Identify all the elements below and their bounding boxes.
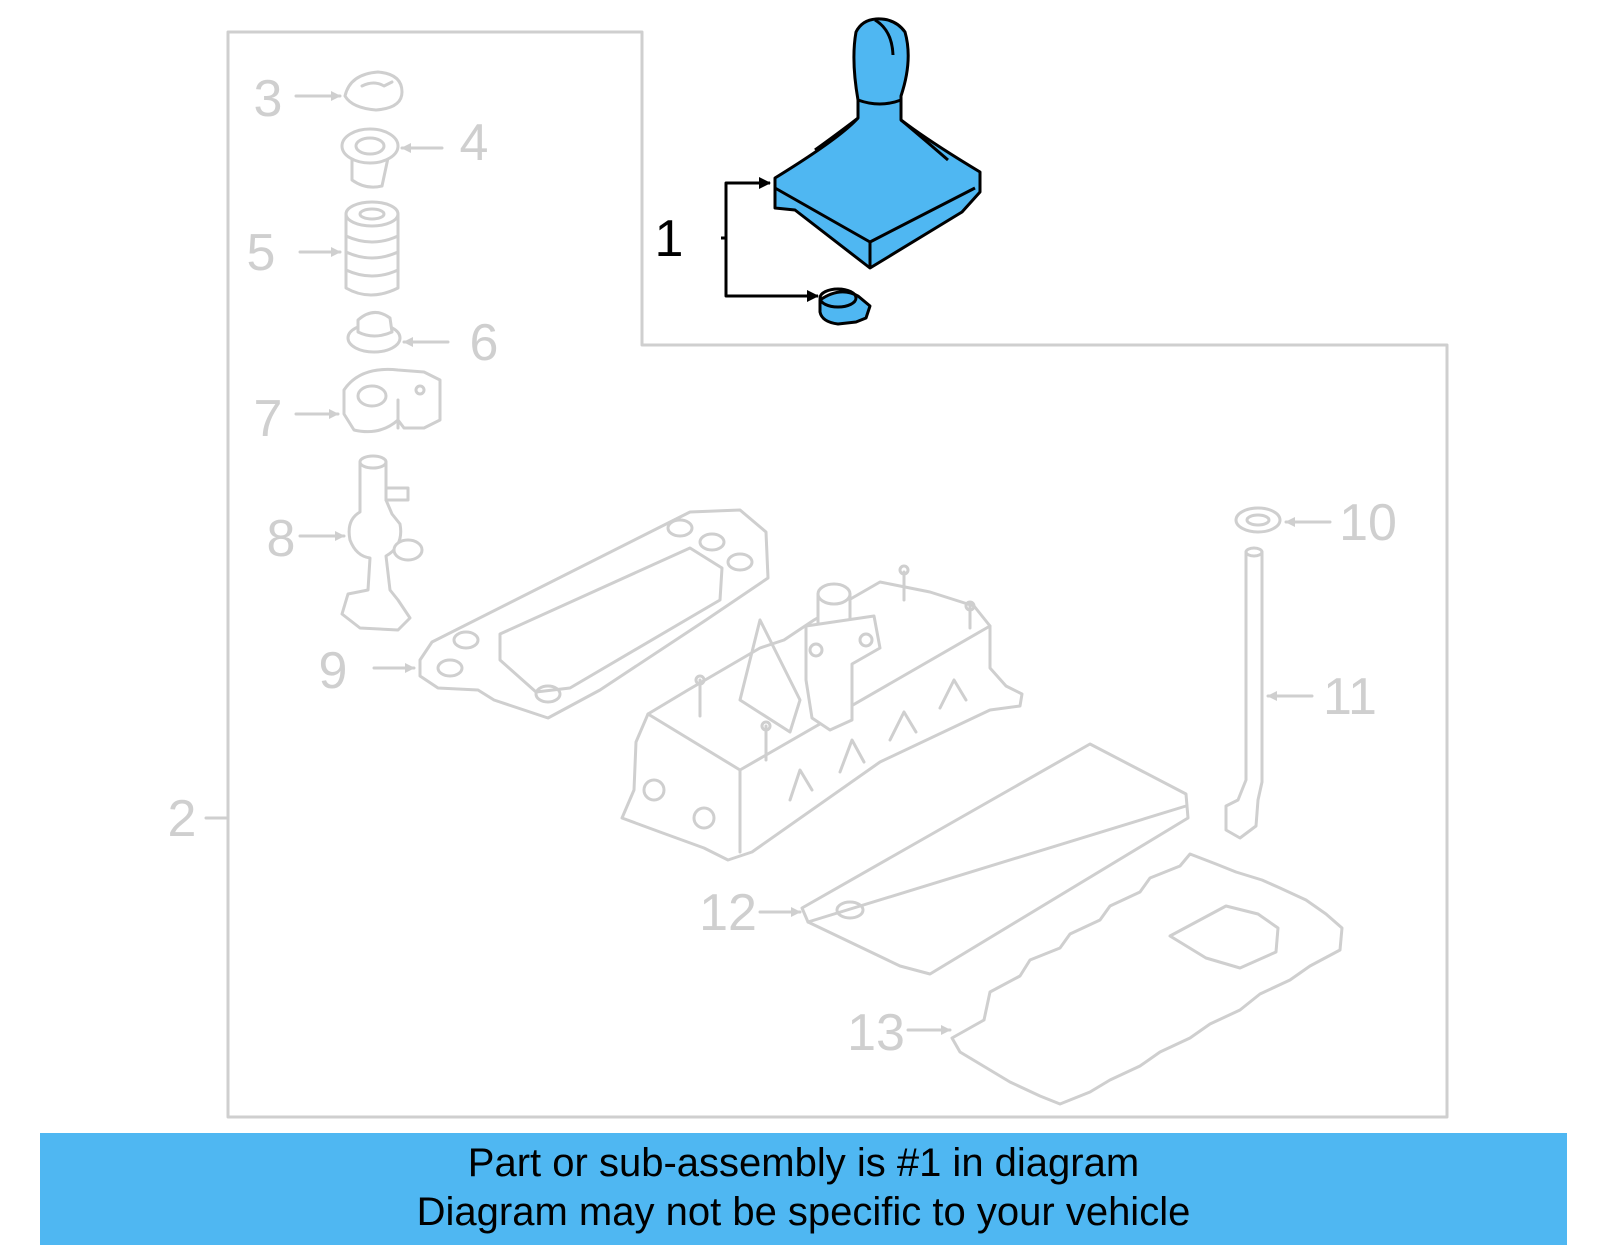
- diagram-caption-banner: Part or sub-assembly is #1 in diagram Di…: [40, 1133, 1567, 1245]
- leader-lines: [204, 91, 1332, 1035]
- callout-6: 6: [470, 314, 499, 372]
- shifter-housing: [620, 564, 1024, 862]
- callout-5: 5: [247, 224, 276, 282]
- caption-line-2: Diagram may not be specific to your vehi…: [416, 1190, 1191, 1234]
- callout-10: 10: [1339, 494, 1397, 552]
- assembly-boundary: [226, 30, 1449, 1119]
- callout-8: 8: [267, 510, 296, 568]
- part-1-retaining-clip[interactable]: [818, 287, 872, 326]
- part-7-bracket: [342, 367, 442, 434]
- callout-11: 11: [1323, 668, 1377, 726]
- callout-1-leader: [721, 177, 819, 302]
- part-6-seat: [346, 311, 402, 354]
- callout-2: 2: [168, 790, 197, 848]
- part-9-gasket-plate: [418, 508, 770, 720]
- part-10-washer: [1234, 506, 1282, 534]
- caption-line-1: Part or sub-assembly is #1 in diagram: [467, 1141, 1140, 1185]
- part-8-shaft: [340, 454, 424, 632]
- part-3-clip: [343, 70, 404, 112]
- part-13-gasket: [950, 852, 1344, 1106]
- callout-7: 7: [254, 390, 283, 448]
- callout-9: 9: [319, 642, 348, 700]
- part-4-bushing: [340, 127, 400, 189]
- part-11-pin: [1224, 546, 1264, 840]
- callout-13: 13: [847, 1004, 905, 1062]
- callout-3: 3: [254, 70, 283, 128]
- part-5-sleeve: [344, 200, 400, 297]
- callout-1: 1: [655, 210, 684, 268]
- callout-4: 4: [460, 114, 489, 172]
- part-12-filter-cover: [800, 742, 1190, 976]
- callout-12: 12: [699, 884, 757, 942]
- part-1-shift-boot[interactable]: [773, 17, 982, 270]
